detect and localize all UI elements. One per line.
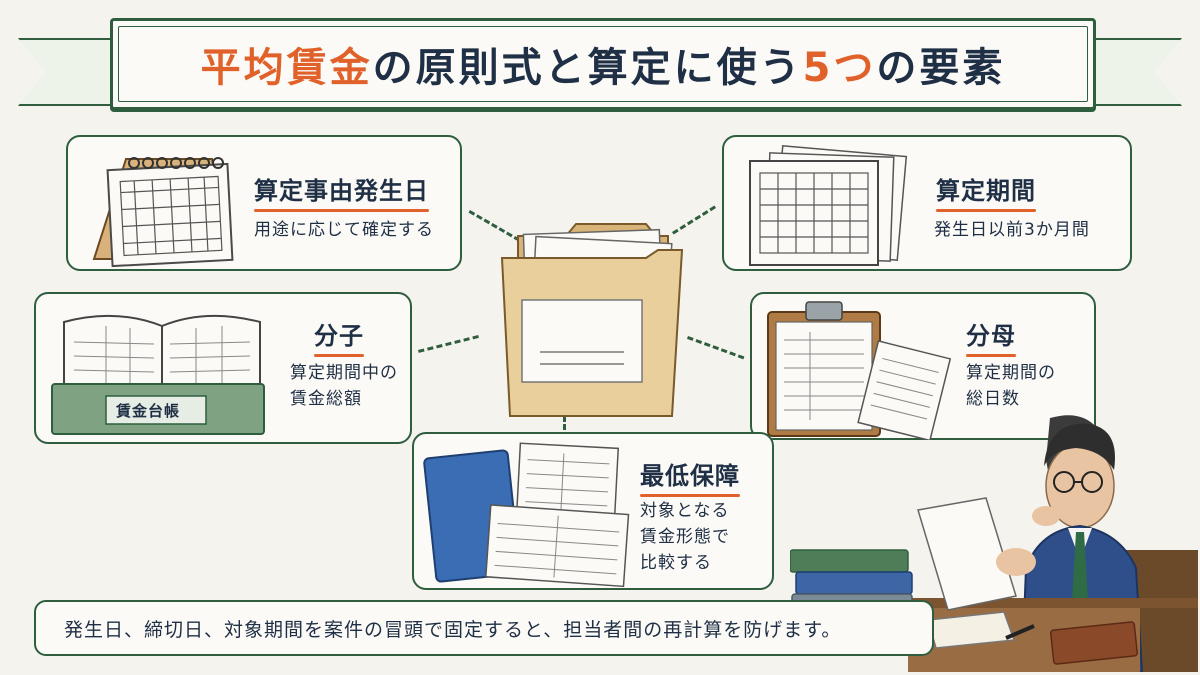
card-denominator: 分母 算定期間の 総日数 — [750, 292, 1096, 440]
calc-date-text: 用途に応じて確定する — [254, 220, 434, 240]
numerator-title: 分子 — [314, 316, 364, 357]
card-minimum: 最低保障 対象となる 賃金形態で 比較する — [412, 432, 774, 590]
title-text-1: の原則式と算定に使う — [372, 45, 803, 91]
minimum-title: 最低保障 — [640, 456, 740, 497]
title-text-2: の要素 — [876, 45, 1006, 91]
connector-denominator — [686, 336, 745, 360]
footer-note-text: 発生日、締切日、対象期間を案件の冒頭で固定すると、担当者間の再計算を防げます。 — [64, 618, 842, 641]
card-numerator: 賃金台帳 分子 算定期間中の 賃金総額 — [34, 292, 412, 444]
footer-note: 発生日、締切日、対象期間を案件の冒頭で固定すると、担当者間の再計算を防げます。 — [34, 600, 934, 656]
connector-numerator — [418, 335, 479, 353]
calc-date-title: 算定事由発生日 — [254, 171, 429, 212]
card-calc-period: 算定期間 発生日以前3か月間 — [722, 135, 1132, 271]
ledger-label: 賃金台帳 — [116, 402, 181, 420]
minimum-text-1: 対象となる — [640, 501, 730, 521]
stacked-sheets-icon — [749, 144, 908, 266]
calc-period-text: 発生日以前3か月間 — [934, 220, 1090, 240]
clipboard-icon — [767, 301, 952, 440]
minimum-text-3: 比較する — [640, 553, 712, 573]
title-highlight-1: 平均賃金 — [200, 45, 373, 91]
minimum-text-2: 賃金形態で — [640, 527, 730, 547]
page-title: 平均賃金の原則式と算定に使う5つの要素 — [201, 35, 1006, 93]
denominator-title: 分母 — [966, 316, 1016, 357]
denominator-text-2: 総日数 — [966, 389, 1020, 409]
notebook-and-forms-icon — [423, 442, 630, 588]
numerator-text-2: 賃金総額 — [290, 389, 362, 409]
calc-period-title: 算定期間 — [936, 171, 1036, 212]
wage-ledger-icon — [51, 314, 265, 435]
desk-calendar-icon — [92, 157, 234, 268]
numerator-text-1: 算定期間中の — [290, 363, 398, 383]
title-highlight-2: 5つ — [802, 45, 877, 91]
denominator-text-1: 算定期間の — [966, 363, 1056, 383]
folder-icon — [500, 223, 684, 417]
card-calc-date: 算定事由発生日 用途に応じて確定する — [66, 135, 462, 271]
title-banner: 平均賃金の原則式と算定に使う5つの要素 — [110, 18, 1096, 110]
